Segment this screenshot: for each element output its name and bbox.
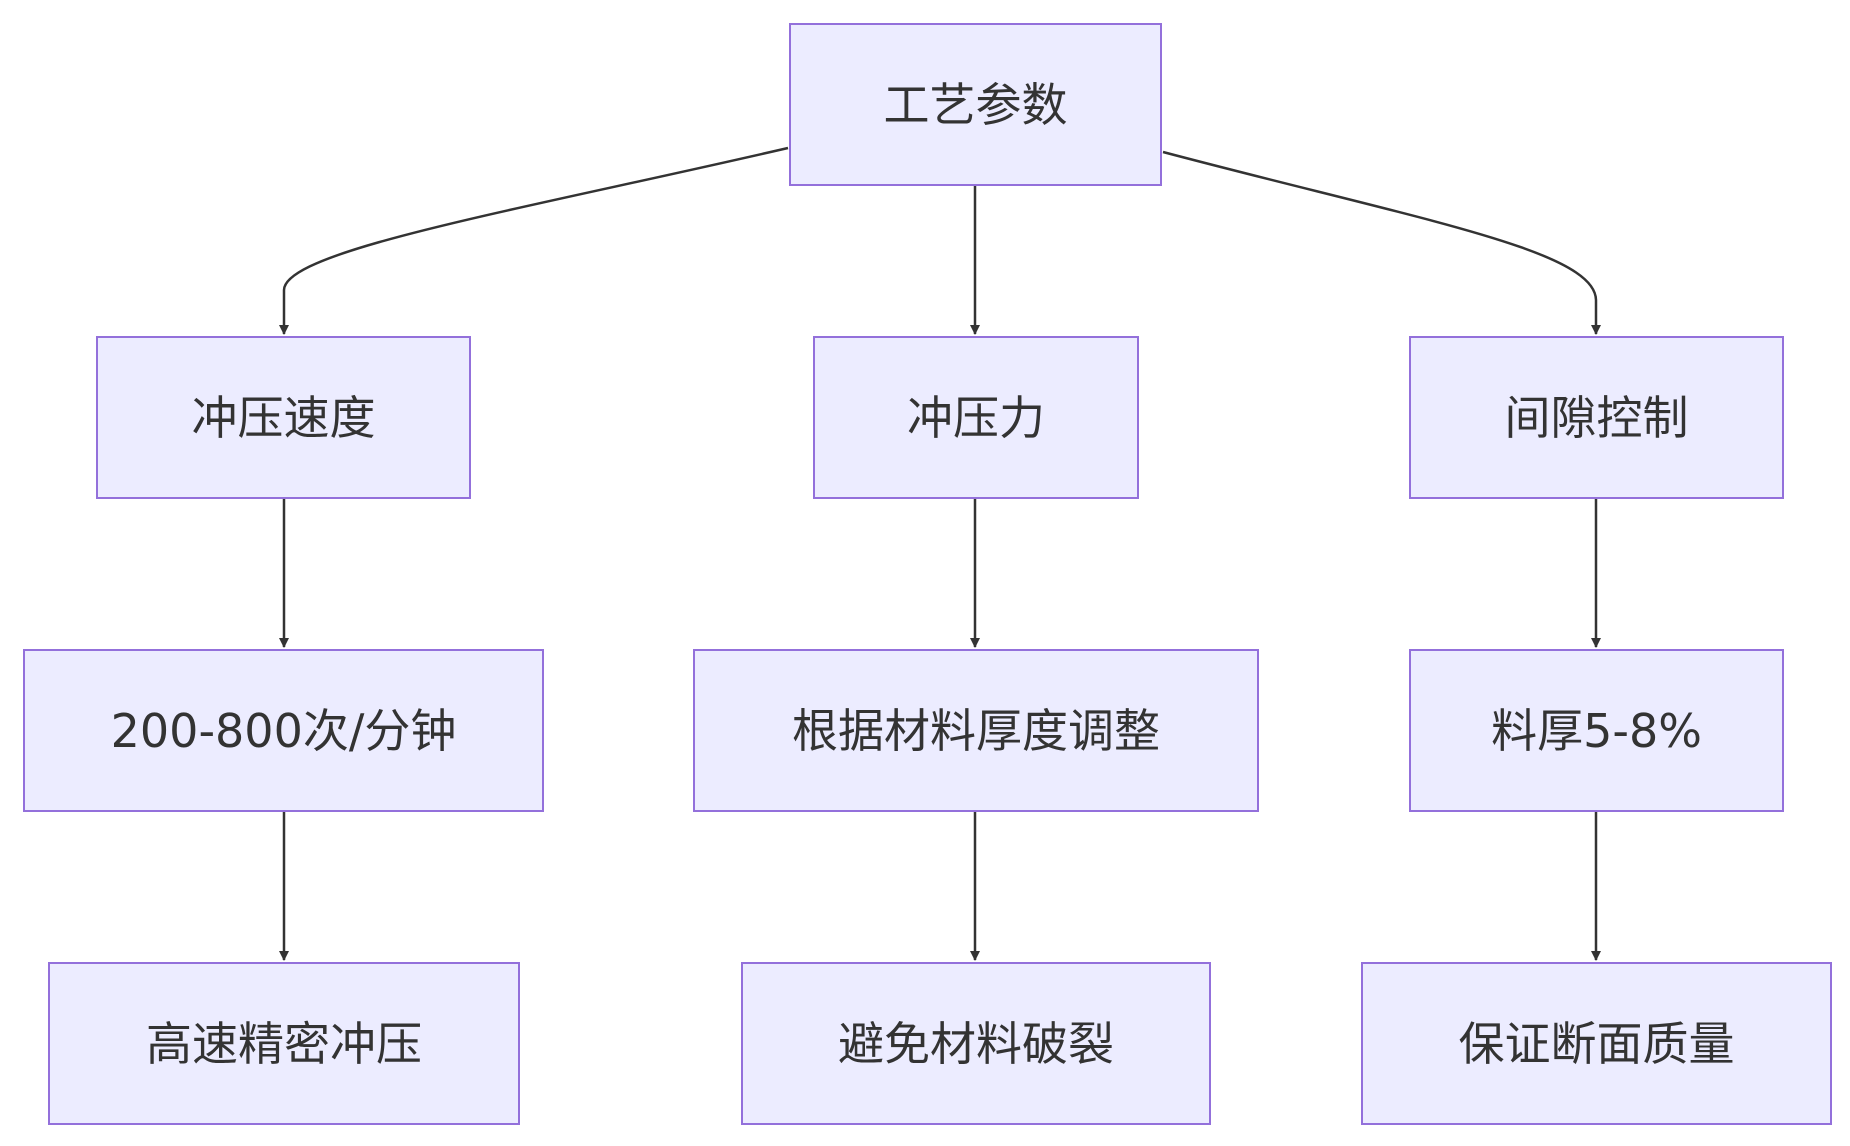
- node-force-value-label: 根据材料厚度调整: [792, 703, 1160, 758]
- node-speed-result-label: 高速精密冲压: [146, 1016, 422, 1071]
- node-root-label: 工艺参数: [883, 77, 1068, 132]
- edge-root-to-gap: [1162, 150, 1601, 335]
- node-gap-value: 料厚5-8%: [1409, 649, 1784, 812]
- node-speed-result: 高速精密冲压: [48, 962, 520, 1125]
- node-speed-value: 200-800次/分钟: [23, 649, 544, 812]
- node-force: 冲压力: [813, 336, 1139, 499]
- node-speed-value-label: 200-800次/分钟: [110, 703, 457, 758]
- node-gap-label: 间隙控制: [1504, 390, 1689, 445]
- node-force-result-label: 避免材料破裂: [838, 1016, 1114, 1071]
- node-gap-result: 保证断面质量: [1361, 962, 1832, 1125]
- node-speed: 冲压速度: [96, 336, 471, 499]
- node-root: 工艺参数: [789, 23, 1162, 186]
- node-gap-value-label: 料厚5-8%: [1491, 703, 1702, 758]
- node-speed-label: 冲压速度: [191, 390, 376, 445]
- node-force-label: 冲压力: [907, 390, 1045, 445]
- node-gap: 间隙控制: [1409, 336, 1784, 499]
- node-force-result: 避免材料破裂: [741, 962, 1211, 1125]
- node-gap-result-label: 保证断面质量: [1458, 1016, 1735, 1071]
- edge-root-to-speed: [279, 146, 789, 335]
- node-force-value: 根据材料厚度调整: [693, 649, 1259, 812]
